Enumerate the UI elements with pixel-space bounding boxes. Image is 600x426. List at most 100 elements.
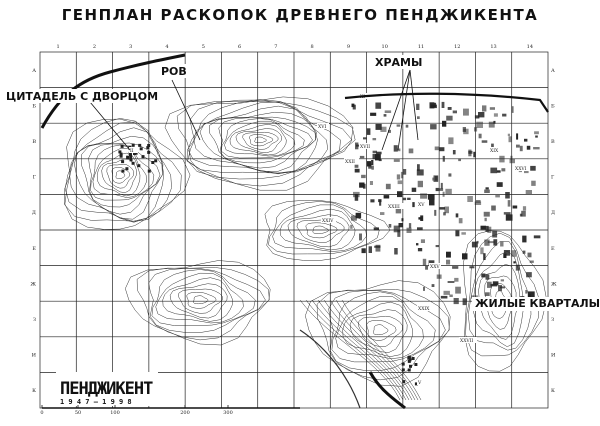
building: [484, 217, 487, 222]
building: [487, 241, 495, 244]
building: [499, 286, 505, 289]
building: [411, 357, 415, 360]
building: [408, 148, 414, 154]
building: [368, 246, 372, 253]
contour-line: [299, 299, 401, 401]
building: [370, 112, 377, 116]
row-label-left: Б: [32, 103, 36, 109]
map-grid: [39, 51, 549, 409]
row-label-left: Г: [33, 175, 37, 181]
building: [417, 180, 423, 188]
contour-line: [199, 111, 317, 172]
column-label: 8: [311, 44, 314, 50]
building: [500, 279, 504, 282]
contour-line: [317, 299, 410, 401]
building: [507, 200, 511, 207]
building: [361, 174, 366, 179]
building: [525, 190, 532, 195]
contour-line: [193, 105, 318, 175]
building: [370, 199, 375, 203]
row-label-left: З: [33, 317, 36, 323]
building: [511, 106, 514, 113]
building: [442, 120, 447, 127]
building: [491, 205, 496, 211]
building: [526, 145, 531, 150]
building: [458, 218, 463, 224]
building: [443, 290, 450, 295]
building: [431, 284, 435, 287]
excavated-buildings: [118, 101, 541, 386]
building: [455, 230, 460, 237]
building: [359, 182, 365, 188]
contour-line: [229, 124, 287, 156]
building: [371, 160, 374, 165]
building: [372, 138, 377, 141]
row-label-right: Б: [551, 103, 555, 109]
building: [427, 194, 435, 200]
building: [420, 193, 428, 199]
building: [380, 126, 387, 132]
building: [376, 151, 382, 155]
building: [452, 110, 457, 114]
contour-line: [341, 299, 422, 401]
building: [429, 199, 435, 206]
building: [407, 197, 411, 200]
site-numeral: XXIX: [418, 306, 430, 312]
row-label-right: И: [551, 353, 556, 359]
building: [440, 182, 443, 189]
building: [503, 253, 507, 258]
scale-label: 0: [40, 410, 43, 416]
building: [519, 213, 523, 217]
building: [420, 239, 425, 243]
contour-lines: [64, 96, 547, 410]
building: [354, 164, 359, 168]
column-label: 9: [347, 44, 350, 50]
contour-line: [329, 299, 416, 401]
row-label-right: В: [551, 139, 555, 145]
citadel-building: [126, 155, 130, 159]
building: [417, 164, 420, 171]
building: [407, 356, 411, 360]
column-label: 11: [418, 44, 424, 50]
building: [490, 167, 498, 174]
building: [533, 147, 540, 150]
building: [388, 224, 392, 228]
row-label-left: Ж: [30, 281, 36, 287]
column-label: 12: [454, 44, 460, 50]
citadel-building: [120, 144, 124, 148]
citadel-building: [138, 143, 142, 147]
building: [481, 140, 488, 143]
building: [473, 151, 476, 158]
building: [439, 147, 445, 152]
citadel-building: [139, 147, 143, 151]
building: [359, 155, 365, 159]
building: [485, 187, 489, 190]
contour-line: [249, 134, 274, 147]
building: [474, 201, 482, 205]
building: [462, 298, 467, 306]
building: [493, 239, 498, 246]
building: [351, 215, 357, 221]
building: [507, 133, 510, 137]
building: [363, 137, 367, 140]
column-label: 6: [238, 44, 241, 50]
building: [503, 250, 511, 256]
contour-line: [148, 268, 266, 333]
contour-line: [155, 272, 244, 324]
row-label-right: А: [551, 68, 555, 74]
row-label-right: Е: [551, 246, 555, 252]
cartouche-years: 1 9 4 7 – 1 9 9 8: [60, 398, 132, 406]
row-label-right: Ж: [551, 281, 557, 287]
building: [408, 223, 412, 229]
building: [405, 124, 409, 128]
building: [380, 212, 385, 215]
building: [372, 153, 380, 160]
building: [515, 264, 520, 271]
contour-line: [305, 222, 338, 239]
building: [379, 202, 382, 206]
building: [516, 133, 519, 140]
building: [530, 165, 536, 171]
cartouche-name: ПЕНДЖИКЕНТ: [60, 379, 153, 399]
citadel-building: [137, 164, 141, 168]
